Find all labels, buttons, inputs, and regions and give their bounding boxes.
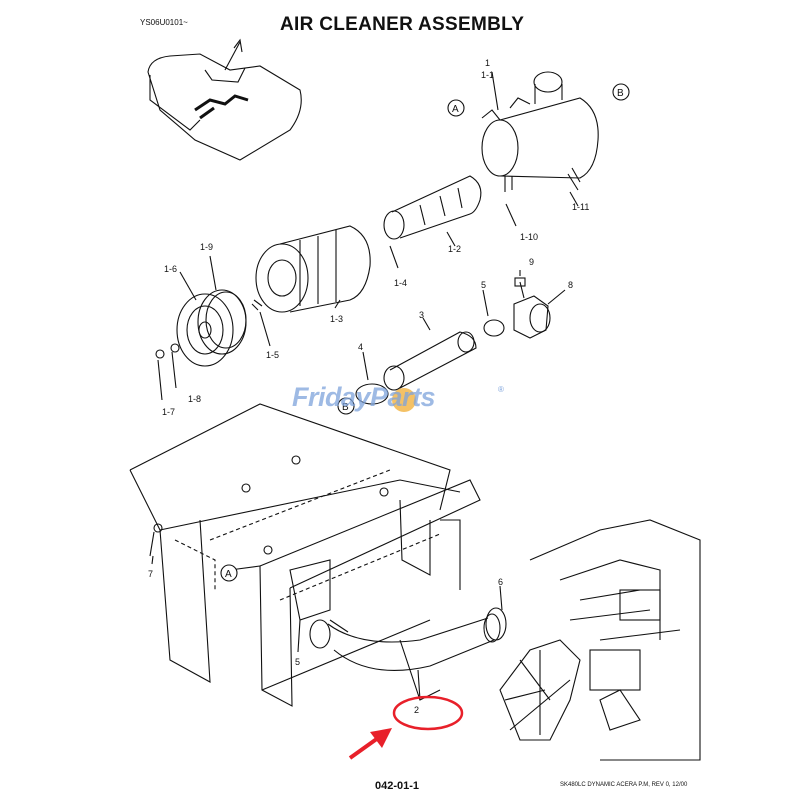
watermark-registered-mark: ® <box>498 385 504 394</box>
outer-filter-element <box>255 225 371 313</box>
callout-6: 6 <box>498 577 503 587</box>
marker-a-top-label: A <box>452 104 459 115</box>
callout-1-2: 1-2 <box>448 244 461 254</box>
watermark-brand-b: Parts <box>370 382 436 412</box>
callout-1-6: 1-6 <box>164 264 177 274</box>
highlight-ellipse <box>392 695 464 731</box>
callout-1-8: 1-8 <box>188 394 201 404</box>
revision-note: SK480LC DYNAMIC ACERA P.M, REV 0, 12/00 <box>560 782 688 788</box>
callout-1-3: 1-3 <box>330 314 343 324</box>
marker-b-mid-label: B <box>342 402 349 413</box>
callout-5-upper: 5 <box>481 280 486 290</box>
machine-overview-sketch <box>147 38 302 161</box>
callout-1-7: 1-7 <box>162 407 175 417</box>
end-cover-assembly <box>155 289 263 367</box>
page-number: 042-01-1 <box>375 780 420 792</box>
intake-hose-3 <box>355 319 505 405</box>
inner-filter-element <box>383 175 482 240</box>
marker-a-low <box>220 564 238 582</box>
highlight-arrow <box>348 728 392 760</box>
watermark-brand-a: Friday <box>292 382 371 412</box>
frame-panel <box>129 403 481 707</box>
callout-4: 4 <box>358 342 363 352</box>
engine-block <box>499 519 701 761</box>
lower-hose-2 <box>309 607 507 671</box>
callout-3: 3 <box>419 310 424 320</box>
bracket-8 <box>513 277 551 339</box>
callout-5-lower: 5 <box>295 657 300 667</box>
watermark-gear-icon <box>392 388 416 412</box>
drawing-code: YS06U0101~ <box>140 18 188 27</box>
callout-1-4: 1-4 <box>394 278 407 288</box>
diagram-title: AIR CLEANER ASSEMBLY <box>280 14 525 35</box>
callout-7: 7 <box>148 569 153 579</box>
watermark-logo: FridayParts <box>292 382 436 413</box>
callout-1: 1 <box>485 58 490 68</box>
marker-a-top <box>447 99 465 117</box>
air-cleaner-housing <box>481 71 599 192</box>
callout-1-1: 1-1 <box>481 70 494 80</box>
callout-1-5: 1-5 <box>266 350 279 360</box>
callout-1-9: 1-9 <box>200 242 213 252</box>
callout-2: 2 <box>414 705 419 715</box>
callout-1-10: 1-10 <box>520 232 538 242</box>
callout-9: 9 <box>529 257 534 267</box>
callout-8: 8 <box>568 280 573 290</box>
callout-1-11: 1-11 <box>572 202 589 212</box>
marker-b-mid <box>337 397 355 415</box>
marker-b-top <box>612 83 630 101</box>
marker-b-top-label: B <box>617 88 624 99</box>
marker-a-low-label: A <box>225 569 232 580</box>
